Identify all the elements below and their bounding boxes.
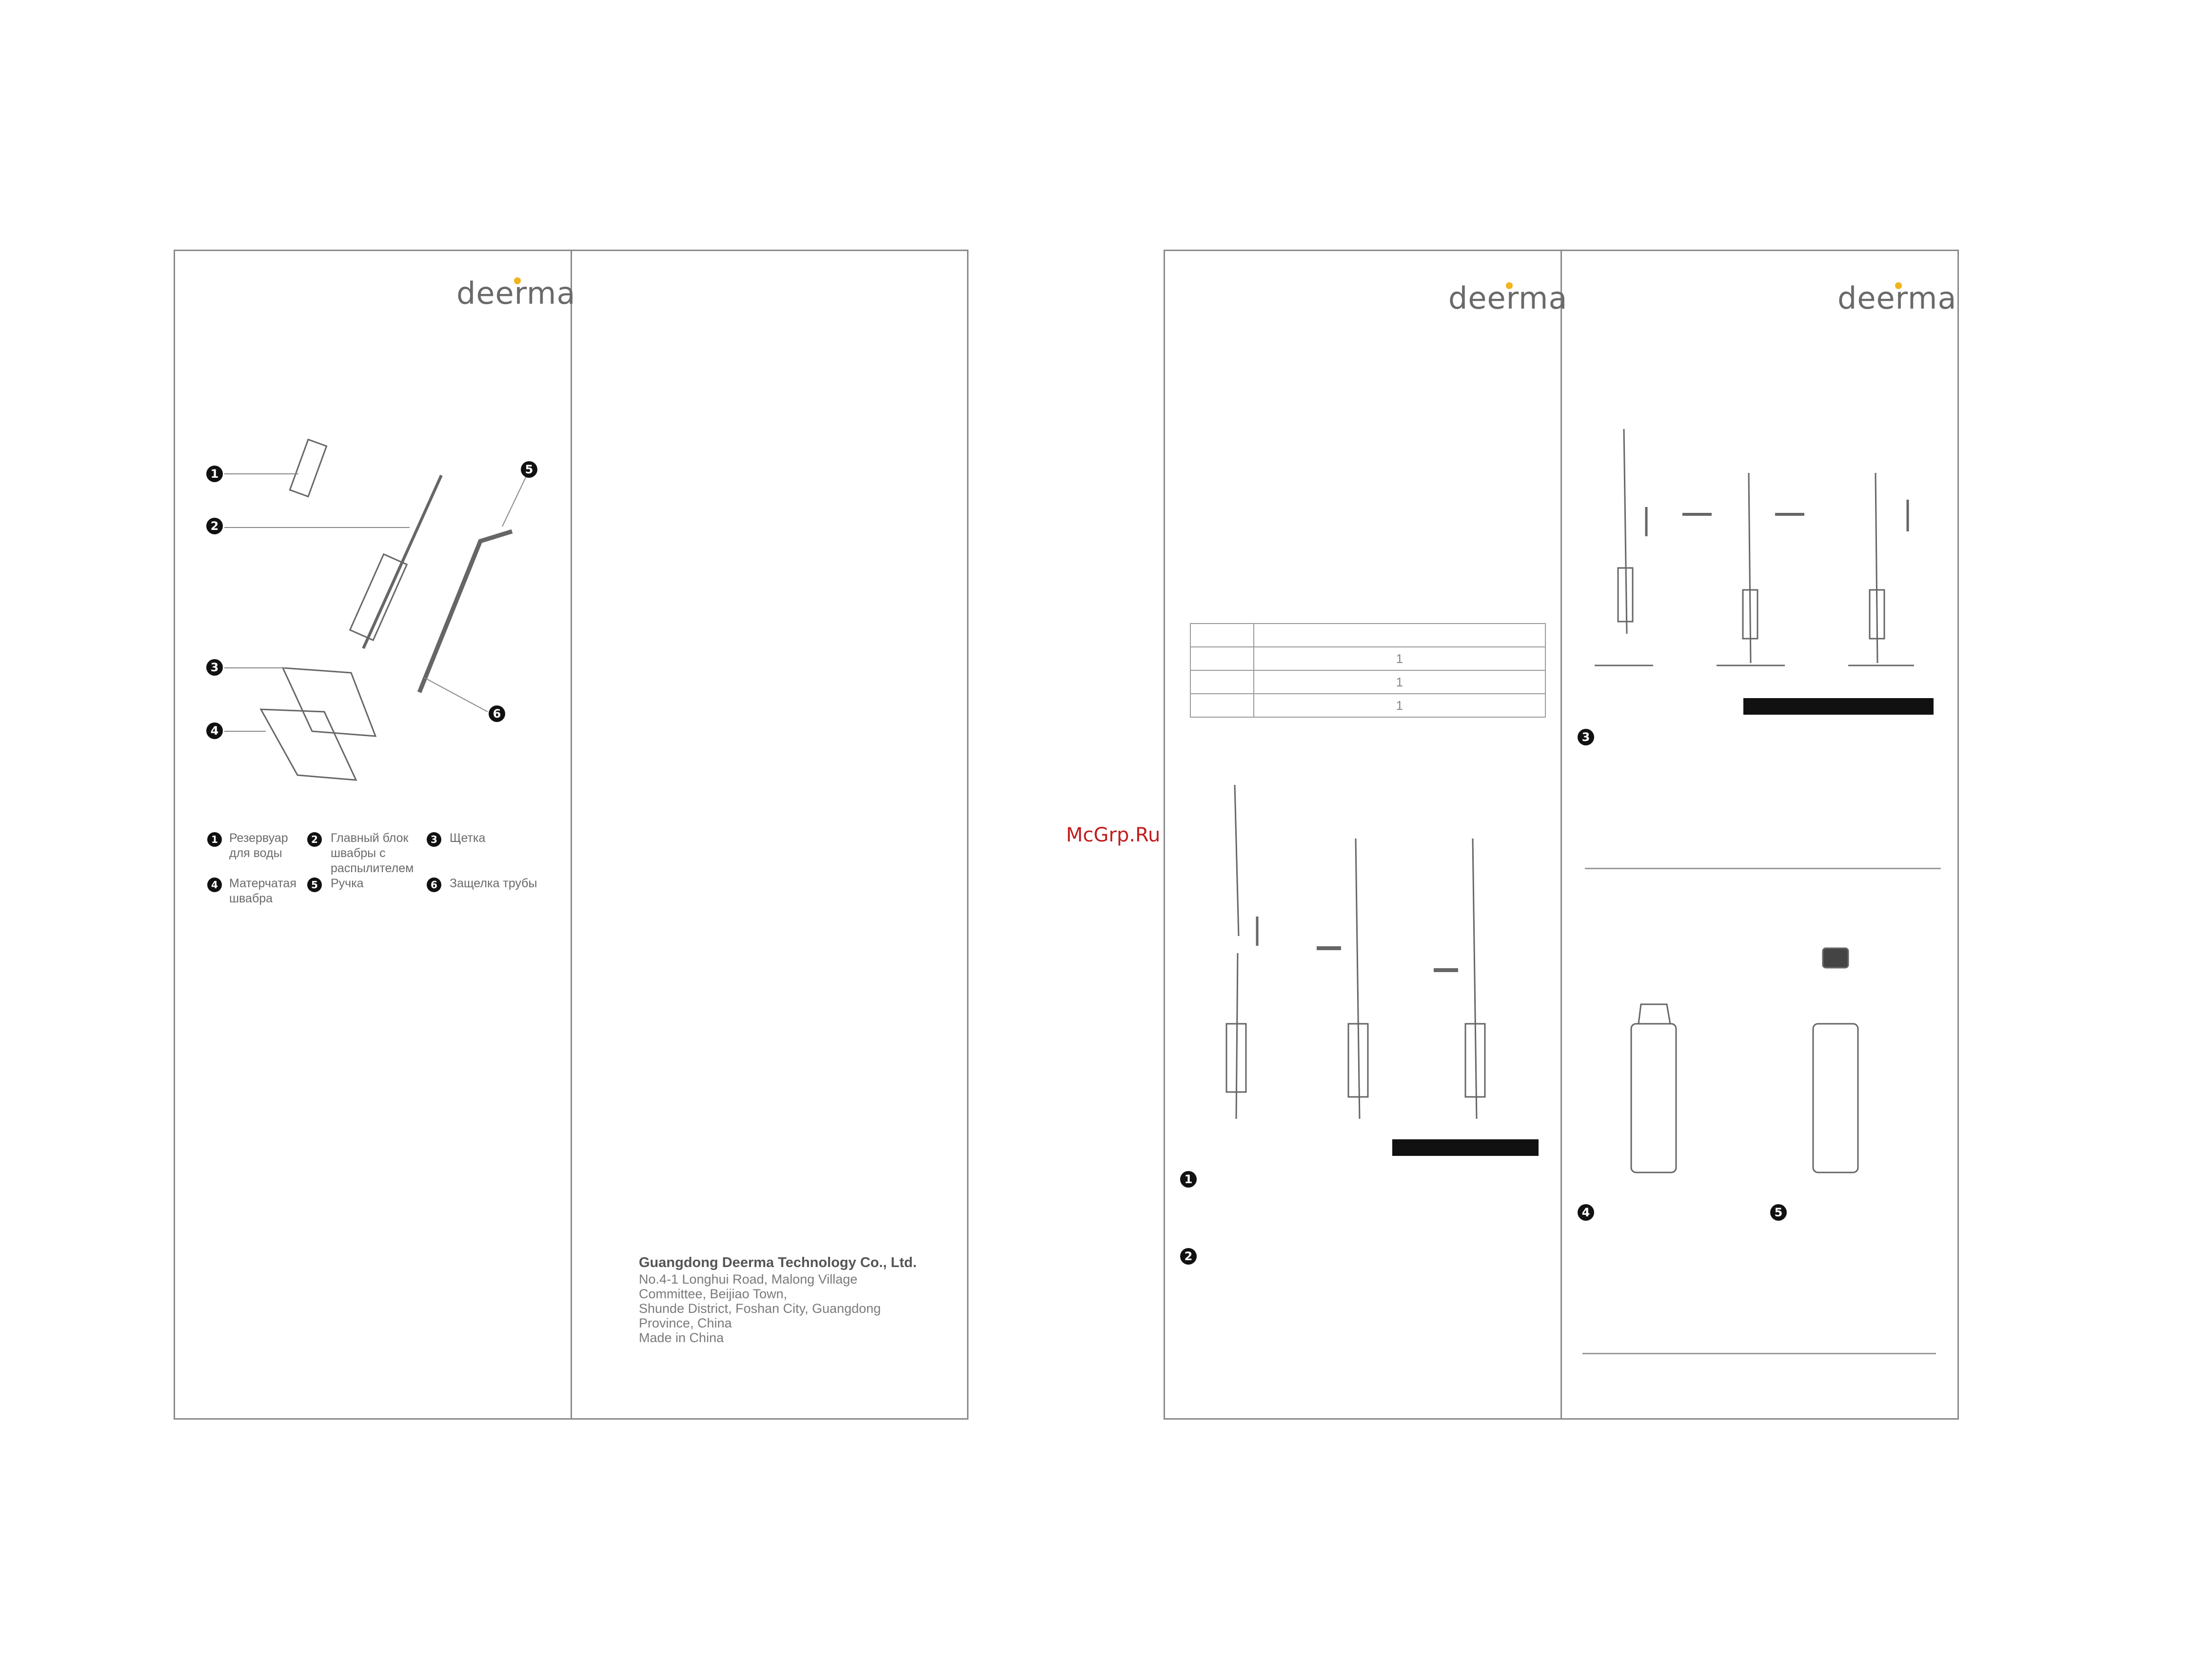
brand-logo: deerma xyxy=(1837,280,1956,316)
address-line: Shunde District, Foshan City, Guangdong xyxy=(639,1301,881,1316)
table-cell: 1 xyxy=(1253,646,1546,671)
step-number-badge: 3 xyxy=(1578,729,1594,745)
pole-drawing xyxy=(1472,838,1478,1119)
legend-label: Главный блок швабры с распылителем xyxy=(331,831,414,875)
legend-number-badge: 3 xyxy=(427,832,441,847)
package-contents-table: 1 1 1 xyxy=(1190,623,1546,718)
leader-line xyxy=(424,677,488,712)
table-row: 1 xyxy=(1190,646,1546,671)
panel-assembly-2 xyxy=(1560,250,1959,1420)
step-number-badge: 5 xyxy=(1770,1204,1787,1221)
mop-body-drawing xyxy=(1347,1023,1369,1098)
section-heading-bar xyxy=(1392,1139,1539,1156)
section-heading-bar xyxy=(1743,698,1934,715)
mop-body-drawing xyxy=(1869,589,1885,640)
tank-cap-drawing xyxy=(1822,947,1849,969)
part-number-badge: 4 xyxy=(206,722,223,739)
step-number-badge: 4 xyxy=(1578,1204,1594,1221)
table-cell: 1 xyxy=(1253,670,1546,694)
pole-drawing xyxy=(1623,429,1628,634)
part-number-badge: 6 xyxy=(489,705,505,722)
logo-dot xyxy=(1506,282,1513,289)
mop-body-drawing xyxy=(1617,567,1634,623)
table-row xyxy=(1190,623,1546,647)
legend-label: Защелка трубы xyxy=(450,877,537,890)
tank-neck-drawing xyxy=(1638,1003,1671,1024)
legend-number-badge: 6 xyxy=(427,878,441,892)
legend-number-badge: 1 xyxy=(207,832,222,847)
company-info: Guangdong Deerma Technology Co., Ltd. No… xyxy=(639,1255,980,1345)
table-row: 1 xyxy=(1190,693,1546,718)
legend-label: Ручка xyxy=(331,877,364,890)
water-tank-drawing xyxy=(1812,1023,1859,1173)
pole-drawing xyxy=(1235,953,1239,1119)
water-tank-drawing xyxy=(289,438,328,498)
divider xyxy=(1585,868,1941,869)
legend-number-badge: 2 xyxy=(307,832,322,847)
table-cell xyxy=(1190,670,1254,694)
pole-drawing xyxy=(1355,838,1361,1119)
mop-body-drawing xyxy=(1742,589,1758,640)
brand-logo: deerma xyxy=(1448,280,1567,316)
part-number-badge: 3 xyxy=(206,659,223,676)
panel-assembly-1 xyxy=(1164,250,1562,1420)
brand-logo: deerma xyxy=(456,275,575,311)
pole-drawing xyxy=(1234,784,1240,937)
mop-tank-drawing xyxy=(349,553,408,642)
legend-number-badge: 5 xyxy=(307,878,322,892)
table-cell xyxy=(1190,646,1254,671)
watermark: McGrp.Ru xyxy=(1066,824,1161,846)
logo-dot xyxy=(1895,282,1902,289)
leader-line xyxy=(502,475,527,527)
part-number-badge: 1 xyxy=(206,466,223,482)
part-number-badge: 5 xyxy=(521,461,537,478)
mop-body-drawing xyxy=(1464,1023,1486,1098)
water-tank-drawing xyxy=(1630,1023,1677,1173)
cloth-pad-drawing xyxy=(259,708,357,781)
pole-drawing xyxy=(1875,472,1878,664)
handle-drawing xyxy=(417,529,513,693)
pole-drawing xyxy=(1748,472,1752,664)
address-line: Committee, Beijiao Town, xyxy=(639,1287,788,1301)
table-cell xyxy=(1190,693,1254,718)
legend-number-badge: 4 xyxy=(207,878,222,892)
legend-label: Матерчатая швабра xyxy=(229,877,296,905)
company-name: Guangdong Deerma Technology Co., Ltd. xyxy=(639,1255,917,1270)
legend-label: Резервуар для воды xyxy=(229,831,288,860)
part-number-badge: 2 xyxy=(206,518,223,534)
table-cell xyxy=(1190,623,1254,647)
panel-company xyxy=(571,250,968,1420)
address-line: No.4-1 Longhui Road, Malong Village xyxy=(639,1272,858,1287)
step-number-badge: 1 xyxy=(1180,1171,1197,1188)
brush-head-drawing xyxy=(281,667,377,737)
table-cell: 1 xyxy=(1253,693,1546,718)
address-line: Made in China xyxy=(639,1330,724,1345)
divider xyxy=(1582,1353,1936,1354)
panel-parts xyxy=(174,250,572,1420)
logo-dot xyxy=(514,277,521,284)
table-row: 1 xyxy=(1190,670,1546,694)
address-line: Province, China xyxy=(639,1316,732,1330)
table-cell xyxy=(1253,623,1546,647)
legend-label: Щетка xyxy=(450,831,486,845)
step-number-badge: 2 xyxy=(1180,1248,1197,1265)
